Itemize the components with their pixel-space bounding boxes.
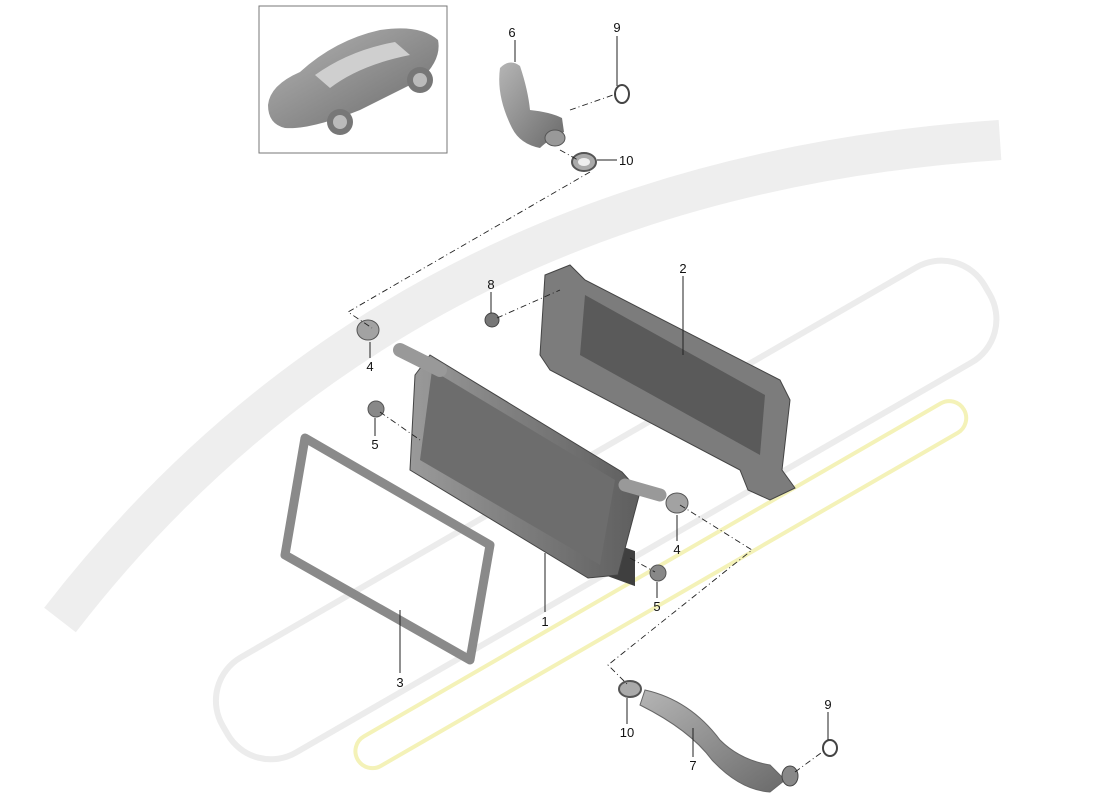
- callout-4-lower[interactable]: 4: [673, 542, 680, 557]
- part-5-seal-upper[interactable]: [367, 400, 385, 418]
- part-1-radiator[interactable]: [393, 343, 667, 579]
- callout-5[interactable]: 5: [371, 437, 378, 452]
- callout-2[interactable]: 2: [679, 261, 686, 276]
- part-5-seal-lower[interactable]: [649, 564, 667, 582]
- part-10-clamp[interactable]: [571, 152, 597, 172]
- callout-6[interactable]: 6: [508, 25, 515, 40]
- callout-3[interactable]: 3: [396, 675, 403, 690]
- callout-9-lower[interactable]: 9: [824, 697, 831, 712]
- callouts: 6 9 10 8 2 4 5 4 5 1 3 10 7 9: [366, 20, 831, 773]
- callout-4[interactable]: 4: [366, 359, 373, 374]
- leader-lines: [369, 36, 829, 757]
- callout-10[interactable]: 10: [619, 153, 633, 168]
- callout-7[interactable]: 7: [689, 758, 696, 773]
- callout-8[interactable]: 8: [487, 277, 494, 292]
- part-9-o-ring-lower[interactable]: [822, 739, 838, 757]
- part-10-clamp-lower[interactable]: [618, 680, 642, 698]
- callout-5-lower[interactable]: 5: [653, 599, 660, 614]
- part-4-seal-upper[interactable]: [356, 319, 380, 341]
- part-7-lower-hose[interactable]: [639, 689, 799, 793]
- part-8-nut[interactable]: [484, 312, 500, 328]
- vehicle-thumbnail: [258, 5, 448, 154]
- part-6-upper-hose[interactable]: [499, 62, 566, 148]
- part-9-o-ring[interactable]: [614, 84, 630, 104]
- part-4-seal-lower[interactable]: [665, 492, 689, 514]
- callout-10-lower[interactable]: 10: [620, 725, 634, 740]
- part-3-frame[interactable]: [280, 433, 495, 665]
- assembly-lines: [347, 93, 826, 773]
- callout-9[interactable]: 9: [613, 20, 620, 35]
- callout-1[interactable]: 1: [541, 614, 548, 629]
